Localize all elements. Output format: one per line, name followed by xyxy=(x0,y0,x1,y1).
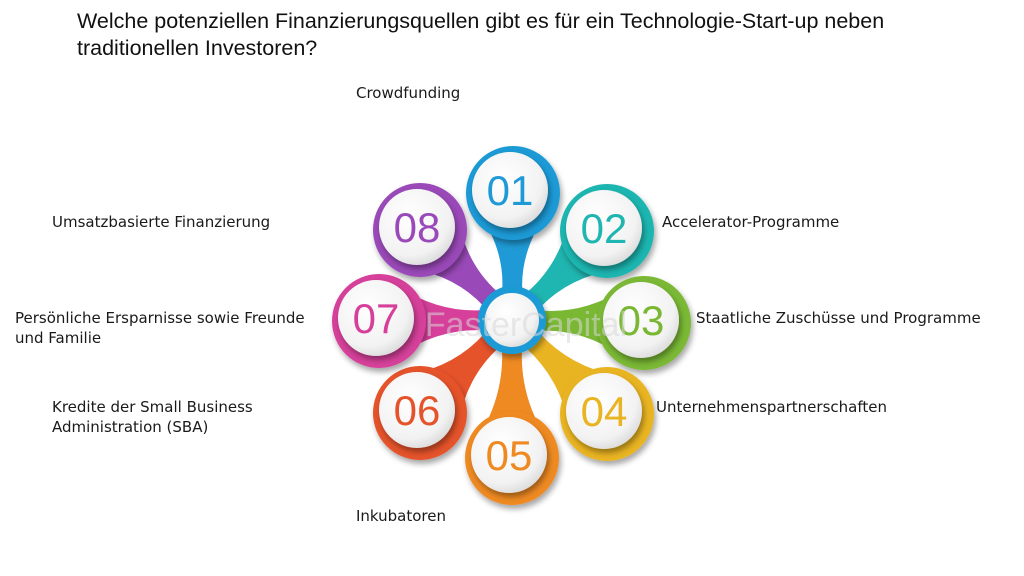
node-number: 07 xyxy=(353,295,400,342)
node-number: 01 xyxy=(487,167,534,214)
label-02: Accelerator-Programme xyxy=(662,213,840,231)
node-04: 04 xyxy=(560,367,654,461)
node-disc xyxy=(471,417,547,493)
node-08: 08 xyxy=(373,183,467,277)
node-disc xyxy=(566,190,642,266)
label-06: Kredite der Small Business Administratio… xyxy=(52,398,253,436)
label-03: Staatliche Zuschüsse und Programme xyxy=(696,309,981,327)
center-hub xyxy=(478,286,546,354)
node-disc xyxy=(472,152,548,228)
node-02: 02 xyxy=(560,184,654,278)
petal-stem-04 xyxy=(526,333,617,425)
label-05: Inkubatoren xyxy=(356,507,447,525)
node-number: 08 xyxy=(394,204,441,251)
node-03: 03 xyxy=(597,276,691,370)
node-06: 06 xyxy=(373,366,467,460)
label-08: Umsatzbasierte Finanzierung xyxy=(52,213,271,231)
label-04: Unternehmenspartnerschaften xyxy=(656,398,887,416)
node-number: 03 xyxy=(618,297,665,344)
label-07: Persönliche Ersparnisse sowie Freunde un… xyxy=(15,309,305,347)
node-05: 05 xyxy=(465,411,559,505)
petal-stem-06 xyxy=(409,334,499,423)
node-disc xyxy=(338,280,414,356)
node-number: 05 xyxy=(486,432,533,479)
petal-stem-02 xyxy=(527,219,616,307)
node-number: 04 xyxy=(581,388,628,435)
node-disc xyxy=(379,372,455,448)
node-number: 06 xyxy=(394,387,441,434)
node-disc xyxy=(603,282,679,358)
node-01: 01 xyxy=(466,146,560,240)
node-07: 07 xyxy=(332,274,426,368)
page-title: Welche potenziellen Finanzierungsquellen… xyxy=(77,9,885,60)
node-disc xyxy=(566,373,642,449)
petal-stem-08 xyxy=(410,219,498,307)
watermark: FasterCapital xyxy=(425,306,627,344)
hub-disc xyxy=(485,293,539,347)
label-01: Crowdfunding xyxy=(356,84,461,102)
node-number: 02 xyxy=(581,205,628,252)
petals: 01 02 03 04 05 06 07 08 xyxy=(332,146,691,505)
node-disc xyxy=(379,189,455,265)
